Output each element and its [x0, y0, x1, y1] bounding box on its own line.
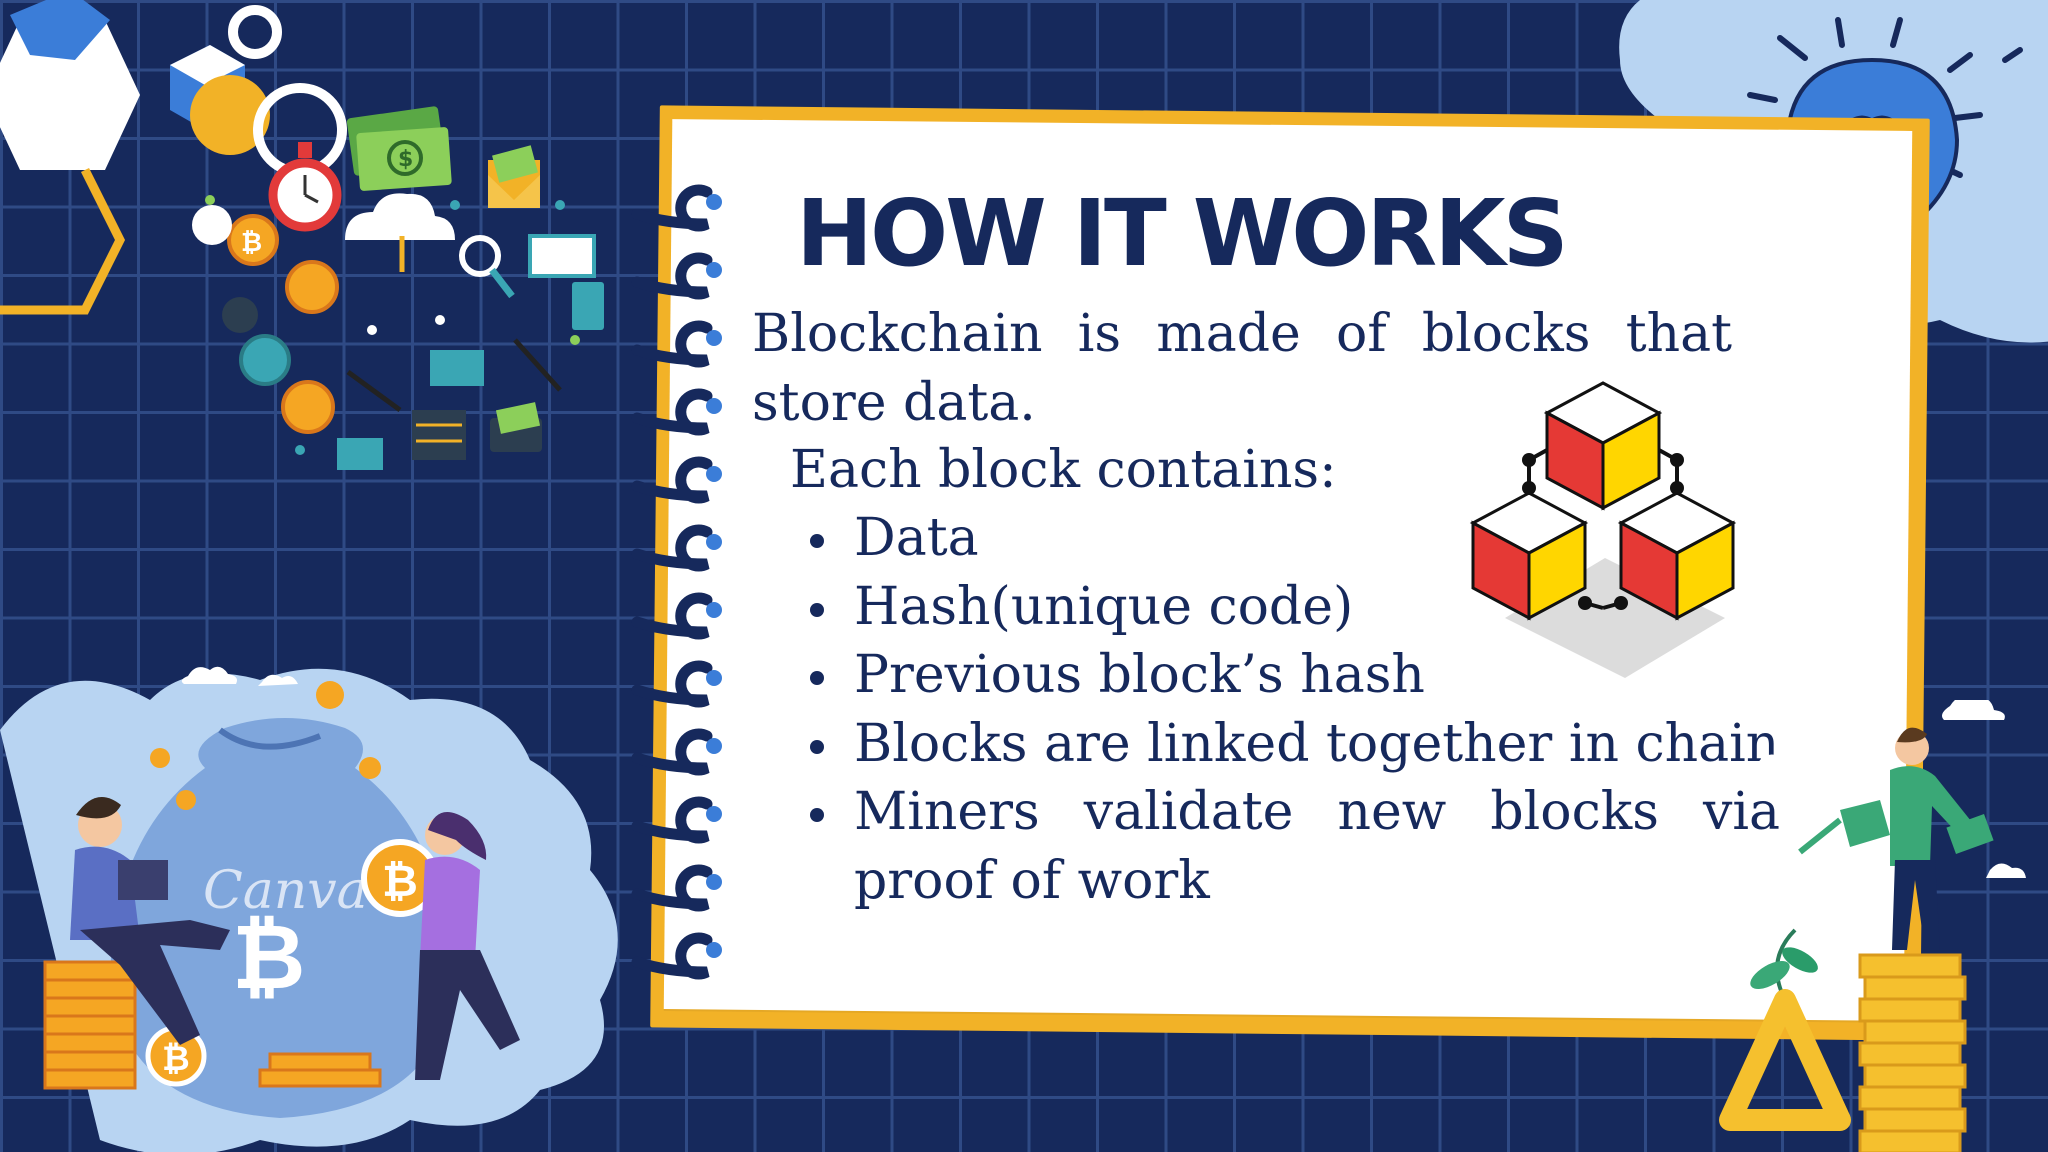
coin-bitcoin-sign: ₿ [162, 1039, 190, 1079]
slide-subhead: Each block contains: [790, 440, 1337, 500]
bag-watermark: Canva [203, 861, 368, 921]
notebook-spiral [631, 184, 722, 980]
coin-bitcoin-sign: ₿ [382, 856, 418, 907]
bullet-item: Data [810, 504, 1780, 573]
bullet-item: Blocks are linked together in chain [810, 710, 1780, 779]
blockchain-cubes-icon [1469, 381, 1737, 678]
slide-intro: Blockchain is made of blocks that store … [752, 304, 1732, 433]
bag-bitcoin-sign: ₿ [232, 905, 305, 1010]
money-dollar-sign: $ [398, 147, 413, 172]
coin-bitcoin-sign: ₿ [241, 228, 262, 258]
bitcoin-bag-illustration: Canva ₿ ₿ ₿ [0, 666, 618, 1152]
bullet-item: Hash(unique code) [810, 573, 1780, 642]
watering-money-illustration [1719, 700, 2026, 1152]
bullet-item: Miners validate new blocks via proof of … [810, 778, 1780, 915]
bullet-list: Data Hash(unique code) Previous block’s … [806, 504, 1780, 915]
bullet-item: Previous block’s hash [810, 641, 1780, 710]
top-left-decoration: $ ₿ [0, 0, 604, 470]
slide-title: HOW IT WORKS [796, 180, 1569, 287]
